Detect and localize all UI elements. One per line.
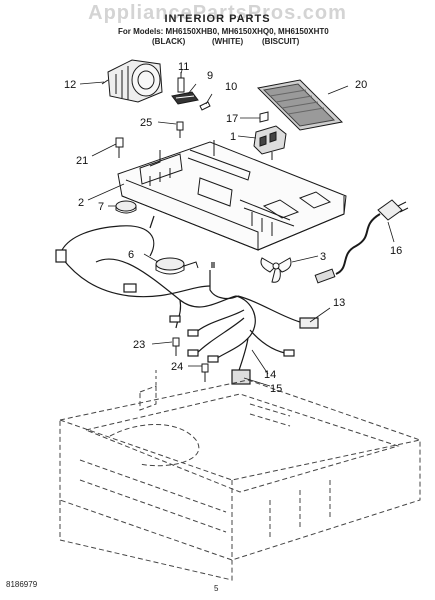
screw-part-21 — [115, 137, 124, 158]
page-number: 5 — [214, 584, 219, 593]
stirrer-motor-part — [155, 257, 199, 275]
cavity-outline — [59, 370, 421, 581]
callout-15: 15 — [270, 383, 282, 395]
screw-part-25 — [176, 121, 184, 138]
callout-3: 3 — [320, 251, 326, 263]
grease-filter-part — [256, 79, 344, 131]
callout-17: 17 — [226, 113, 238, 125]
callout-1: 1 — [230, 131, 236, 143]
callout-25: 25 — [140, 117, 152, 129]
thermal-switch-part — [171, 91, 199, 105]
watermark: AppliancePartsPros.com — [88, 2, 347, 24]
leader-lines — [79, 69, 395, 387]
color-biscuit: (BISCUIT) — [262, 37, 300, 46]
model-list: For Models: MH6150XHB0, MH6150XHQ0, MH61… — [118, 27, 329, 36]
callout-7: 7 — [98, 201, 104, 213]
callout-11: 11 — [178, 61, 189, 73]
color-black: (BLACK) — [152, 37, 186, 46]
page-title: INTERIOR PARTS — [164, 13, 271, 25]
callout-24: 24 — [171, 361, 183, 373]
callout-23: 23 — [133, 339, 145, 351]
fuse-part — [177, 72, 185, 93]
fan-motor-part — [101, 59, 163, 103]
callout-2: 2 — [78, 197, 84, 209]
callout-13: 13 — [333, 297, 345, 309]
callout-20: 20 — [355, 79, 367, 91]
thermal-cutout-part — [115, 200, 137, 214]
document-number: 8186979 — [6, 580, 38, 589]
callout-14: 14 — [264, 369, 276, 381]
callout-10: 10 — [225, 81, 237, 93]
callout-labels: 12 11 9 10 20 25 17 1 21 2 7 16 6 3 13 2… — [64, 61, 402, 395]
color-white: (WHITE) — [212, 37, 244, 46]
screw-part-10 — [199, 101, 211, 111]
chassis-tray-part — [117, 140, 347, 251]
screw-part-23 — [172, 337, 180, 356]
power-cord-part — [314, 199, 409, 284]
callout-12: 12 — [64, 79, 76, 91]
screw-part-24 — [201, 363, 209, 382]
fan-blade-part — [260, 257, 292, 283]
callout-21: 21 — [76, 155, 88, 167]
wire-harness-part — [55, 215, 319, 385]
callout-6: 6 — [128, 249, 134, 261]
relay-board-part — [253, 125, 287, 160]
callout-9: 9 — [207, 70, 213, 82]
callout-16: 16 — [390, 245, 402, 257]
screw-part-17 — [259, 111, 269, 123]
